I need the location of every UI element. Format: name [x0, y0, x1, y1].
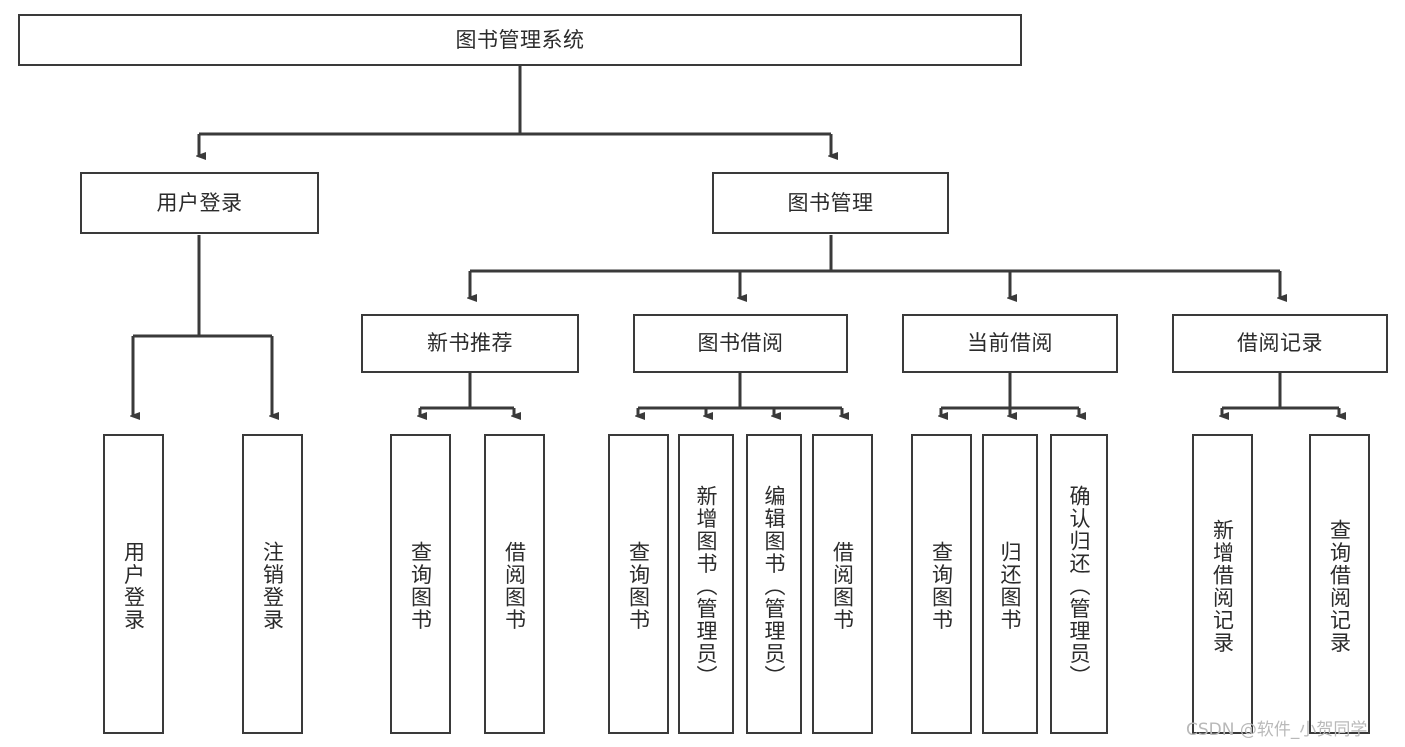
leaf-query-book-borrow[interactable]: 查询图书	[608, 434, 669, 734]
node-borrow-record-label: 借阅记录	[1237, 331, 1323, 355]
leaf-add-borrow-record-label: 新增借阅记录	[1210, 518, 1235, 654]
node-new-book-recommend-label: 新书推荐	[427, 331, 513, 355]
leaf-add-book-admin[interactable]: 新增图书（管理员）	[678, 434, 734, 734]
node-borrow-record[interactable]: 借阅记录	[1172, 314, 1388, 373]
leaf-confirm-return-admin[interactable]: 确认归还（管理员）	[1050, 434, 1108, 734]
node-user-login[interactable]: 用户登录	[80, 172, 319, 234]
node-new-book-recommend[interactable]: 新书推荐	[361, 314, 579, 373]
leaf-query-book-newbook[interactable]: 查询图书	[390, 434, 451, 734]
leaf-edit-book-admin-label: 编辑图书（管理员）	[762, 484, 787, 688]
leaf-logout-label: 注销登录	[260, 541, 285, 631]
leaf-edit-book-admin[interactable]: 编辑图书（管理员）	[746, 434, 802, 734]
leaf-query-book-current[interactable]: 查询图书	[911, 434, 972, 734]
watermark-text: CSDN @软件_小贺同学	[1186, 720, 1368, 740]
node-book-management[interactable]: 图书管理	[712, 172, 949, 234]
leaf-borrow-book-newbook[interactable]: 借阅图书	[484, 434, 545, 734]
node-user-login-label: 用户登录	[156, 190, 243, 215]
leaf-query-borrow-record-label: 查询借阅记录	[1327, 518, 1352, 654]
leaf-return-book-label: 归还图书	[998, 541, 1023, 631]
leaf-user-login-label: 用户登录	[121, 541, 146, 631]
node-book-borrow[interactable]: 图书借阅	[633, 314, 848, 373]
node-current-borrow-label: 当前借阅	[967, 331, 1053, 355]
node-book-borrow-label: 图书借阅	[697, 331, 784, 355]
leaf-logout[interactable]: 注销登录	[242, 434, 303, 734]
leaf-query-book-newbook-label: 查询图书	[408, 541, 433, 631]
node-current-borrow[interactable]: 当前借阅	[902, 314, 1118, 373]
leaf-add-borrow-record[interactable]: 新增借阅记录	[1192, 434, 1253, 734]
node-book-management-label: 图书管理	[787, 190, 874, 215]
leaf-query-book-current-label: 查询图书	[929, 541, 954, 631]
leaf-return-book[interactable]: 归还图书	[982, 434, 1038, 734]
leaf-query-borrow-record[interactable]: 查询借阅记录	[1309, 434, 1370, 734]
leaf-query-book-borrow-label: 查询图书	[626, 541, 651, 631]
leaf-borrow-book-borrow-label: 借阅图书	[830, 541, 855, 631]
leaf-user-login[interactable]: 用户登录	[103, 434, 164, 734]
node-root-label: 图书管理系统	[455, 27, 585, 52]
leaf-borrow-book-borrow[interactable]: 借阅图书	[812, 434, 873, 734]
leaf-confirm-return-admin-label: 确认归还（管理员）	[1067, 484, 1092, 688]
leaf-add-book-admin-label: 新增图书（管理员）	[694, 484, 719, 688]
node-root[interactable]: 图书管理系统	[18, 14, 1022, 66]
leaf-borrow-book-newbook-label: 借阅图书	[502, 541, 527, 631]
